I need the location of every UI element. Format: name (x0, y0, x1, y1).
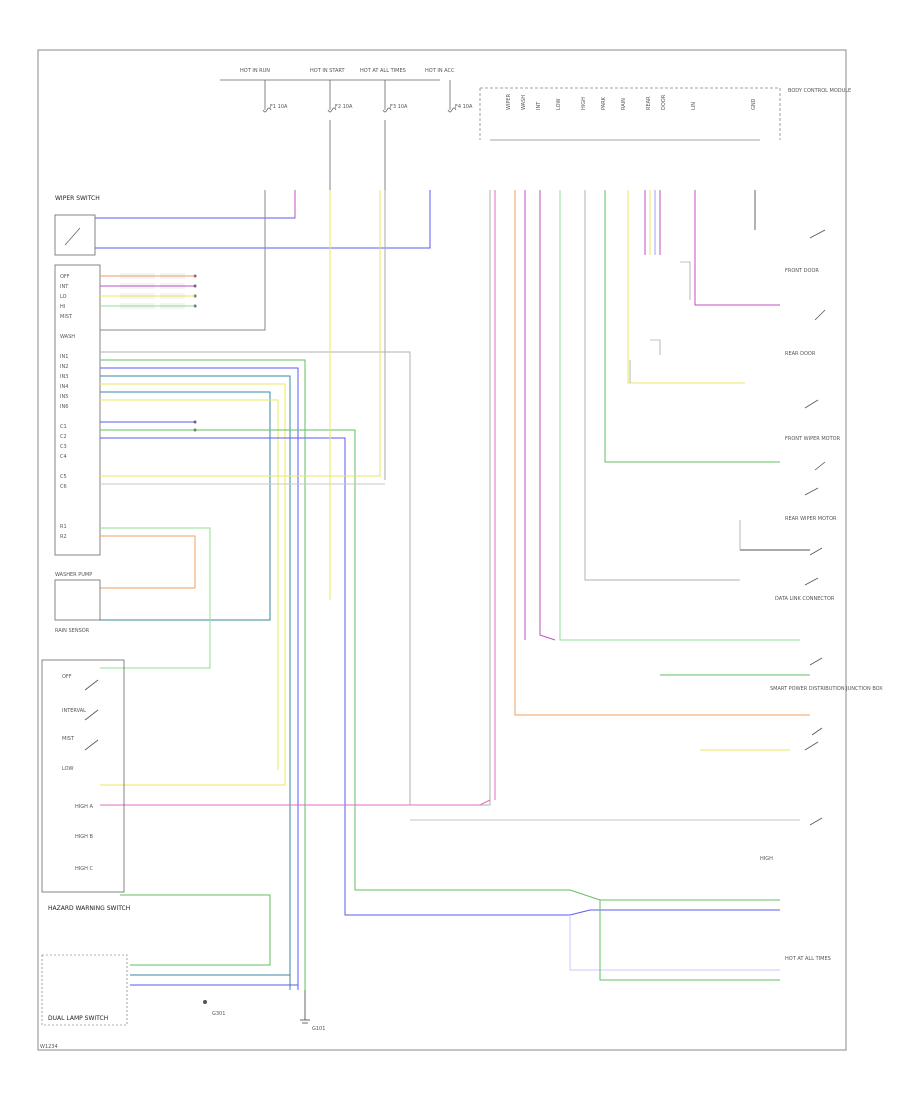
low-label: LOW (62, 766, 74, 772)
fuse-4-label: F4 10A (455, 104, 473, 110)
svg-text:PARK: PARK (601, 96, 607, 110)
interval-label: INTERVAL (62, 708, 86, 714)
spdc-label: SMART POWER DISTRIBUTION JUNCTION BOX (770, 686, 883, 692)
front-door-label: FRONT DOOR (785, 268, 819, 274)
hazard-switch-label: HAZARD WARNING SWITCH (48, 905, 130, 912)
lower-left-components: WASHER PUMP RAIN SENSOR OFF INTERVAL MIS… (41, 572, 130, 1026)
hot-all-right-label: HOT AT ALL TIMES (785, 956, 831, 962)
svg-text:IN2: IN2 (60, 364, 68, 370)
svg-text:WIPER: WIPER (506, 93, 512, 110)
front-wiper-motor-label: FRONT WIPER MOTOR (785, 436, 841, 442)
hot-run-label: HOT IN RUN (240, 68, 270, 74)
connector-dots (193, 274, 197, 432)
svg-text:LOW: LOW (556, 98, 562, 110)
wire-tags (120, 273, 185, 309)
svg-text:HIGH B: HIGH B (75, 834, 93, 840)
data-link-label: DATA LINK CONNECTOR (775, 596, 835, 602)
wire-harness (95, 190, 810, 990)
dual-lamp-label: DUAL LAMP SWITCH (48, 1015, 108, 1022)
svg-text:IN4: IN4 (60, 384, 68, 390)
fuse-3-label: F3 10A (390, 104, 408, 110)
hot-all-label: HOT AT ALL TIMES (360, 68, 406, 74)
svg-text:R1: R1 (60, 524, 67, 530)
svg-text:MIST: MIST (60, 314, 73, 320)
svg-text:C3: C3 (60, 444, 67, 450)
svg-text:WASH: WASH (521, 95, 527, 110)
bcm-box: BODY CONTROL MODULE WIPER WASH INT LOW H… (479, 87, 851, 141)
mist-label: MIST (62, 736, 75, 742)
svg-text:IN5: IN5 (60, 394, 68, 400)
rear-door-label: REAR DOOR (785, 351, 816, 357)
ground-g101-label: G101 (312, 1026, 325, 1032)
ground-g301-label: G301 (212, 1011, 225, 1017)
svg-text:DOOR: DOOR (661, 94, 667, 110)
hot-acc-label: HOT IN ACC (425, 68, 455, 74)
svg-text:INT: INT (60, 284, 69, 290)
svg-text:R2: R2 (60, 534, 67, 540)
switch-symbols (804, 229, 826, 826)
fuse-1-label: F1 10A (270, 104, 288, 110)
rear-wiper-motor-label: REAR WIPER MOTOR (785, 516, 837, 522)
diagram-frame (37, 49, 847, 1051)
svg-text:GND: GND (751, 98, 757, 110)
svg-text:WASH: WASH (60, 334, 75, 340)
wiper-switch-label: WIPER SWITCH (55, 195, 100, 202)
fuse-2-label: F2 10A (335, 104, 353, 110)
footer-code: W1234 (40, 1044, 58, 1050)
off-label: OFF (62, 674, 72, 680)
hot-start-label: HOT IN START (310, 68, 346, 74)
svg-text:REAR: REAR (646, 96, 652, 110)
svg-text:C4: C4 (60, 454, 67, 460)
svg-text:C5: C5 (60, 474, 67, 480)
wiper-switch: WIPER SWITCH (54, 195, 101, 556)
ground-symbols: G101 G301 (203, 990, 325, 1032)
high-label: HIGH (760, 856, 773, 862)
svg-text:LO: LO (60, 294, 67, 300)
svg-text:HI: HI (60, 304, 65, 310)
power-header: HOT IN RUN HOT IN START HOT AT ALL TIMES… (220, 68, 473, 190)
svg-text:C6: C6 (60, 484, 67, 490)
svg-text:IN3: IN3 (60, 374, 68, 380)
svg-text:LIN: LIN (691, 102, 697, 110)
svg-text:INT: INT (536, 101, 542, 110)
svg-text:HIGH A: HIGH A (75, 804, 93, 810)
right-switch-boxes (410, 261, 800, 821)
washer-pump-label: WASHER PUMP (55, 572, 92, 578)
bcm-label: BODY CONTROL MODULE (788, 88, 851, 94)
svg-text:C2: C2 (60, 434, 67, 440)
svg-text:IN6: IN6 (60, 404, 68, 410)
rain-sensor-label: RAIN SENSOR (55, 628, 90, 634)
svg-text:RAIN: RAIN (621, 98, 627, 110)
svg-text:OFF: OFF (60, 274, 70, 280)
svg-text:HIGH: HIGH (581, 97, 587, 110)
right-labels: FRONT DOOR REAR DOOR FRONT WIPER MOTOR R… (760, 268, 883, 962)
svg-text:IN1: IN1 (60, 354, 68, 360)
svg-text:HIGH C: HIGH C (75, 866, 93, 872)
svg-text:C1: C1 (60, 424, 67, 430)
